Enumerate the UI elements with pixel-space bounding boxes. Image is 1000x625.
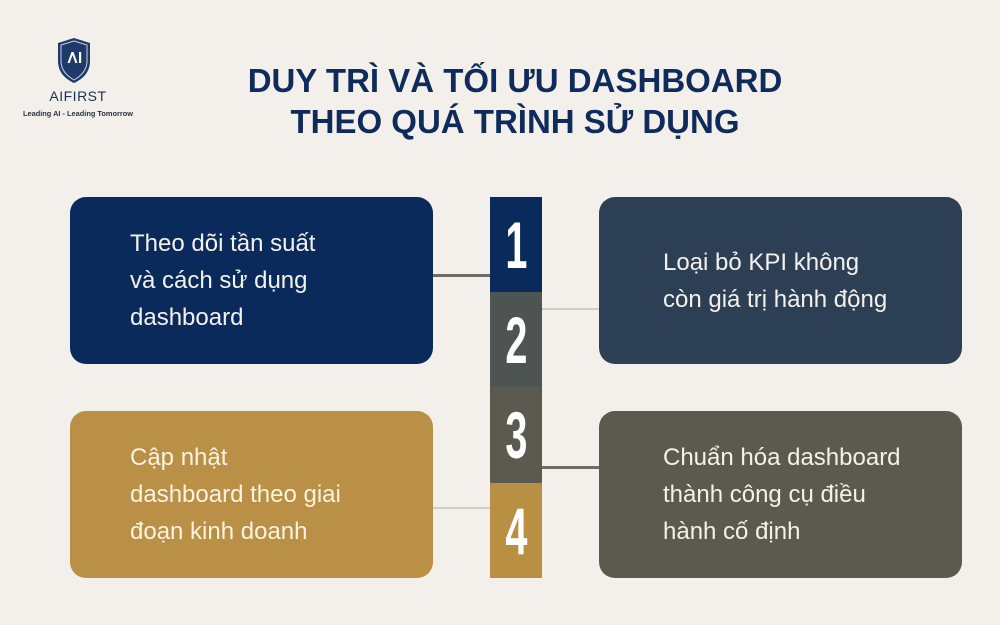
step-number: 3 (504, 398, 528, 472)
step-card-text-line: Cập nhật (130, 444, 228, 471)
brand-tagline: Leading AI - Leading Tomorrow (22, 109, 134, 118)
page-title: DUY TRÌ VÀ TỐI ƯU DASHBOARD THEO QUÁ TRÌ… (0, 60, 1000, 142)
step-card-text-line: dashboard (130, 304, 244, 331)
step-card-text-line: và cách sử dụng (130, 267, 308, 294)
step-card-text-line: Chuẩn hóa dashboard (663, 444, 901, 471)
step-card-text-line: dashboard theo giai (130, 481, 341, 508)
step-number: 4 (504, 493, 528, 568)
brand-name: AIFIRST (49, 88, 107, 104)
step-number-segment-4: 4 (490, 483, 542, 578)
step-number-segment-3: 3 (490, 387, 542, 483)
page-title-line-2: THEO QUÁ TRÌNH SỬ DỤNG (290, 103, 740, 140)
step-card-text-line: hành cố định (663, 518, 801, 545)
connector-line-4 (433, 507, 490, 509)
step-number-segment-2: 2 (490, 292, 542, 387)
page-title-line-1: DUY TRÌ VÀ TỐI ƯU DASHBOARD (247, 62, 783, 99)
connector-line-1 (433, 274, 490, 277)
step-number: 2 (504, 302, 528, 377)
step-card-text-line: Loại bỏ KPI không (663, 248, 860, 276)
step-card-text-line: còn giá trị hành động (663, 285, 888, 313)
connector-line-2 (542, 308, 599, 310)
step-number: 1 (504, 207, 528, 282)
connector-line-3 (542, 466, 599, 469)
step-card-2: Loại bỏ KPI không còn giá trị hành động (599, 197, 962, 364)
step-number-segment-1: 1 (490, 197, 542, 292)
step-card-3: Chuẩn hóa dashboard thành công cụ điều h… (599, 411, 962, 578)
step-card-1: Theo dõi tần suất và cách sử dụng dashbo… (70, 197, 433, 364)
step-card-text-line: đoạn kinh doanh (130, 518, 308, 545)
step-card-4: Cập nhật dashboard theo giai đoạn kinh d… (70, 411, 433, 578)
step-card-text-line: Theo dõi tần suất (130, 230, 316, 257)
aifirst-logo-shield-icon (57, 37, 91, 84)
step-card-text-line: thành công cụ điều (663, 481, 866, 508)
